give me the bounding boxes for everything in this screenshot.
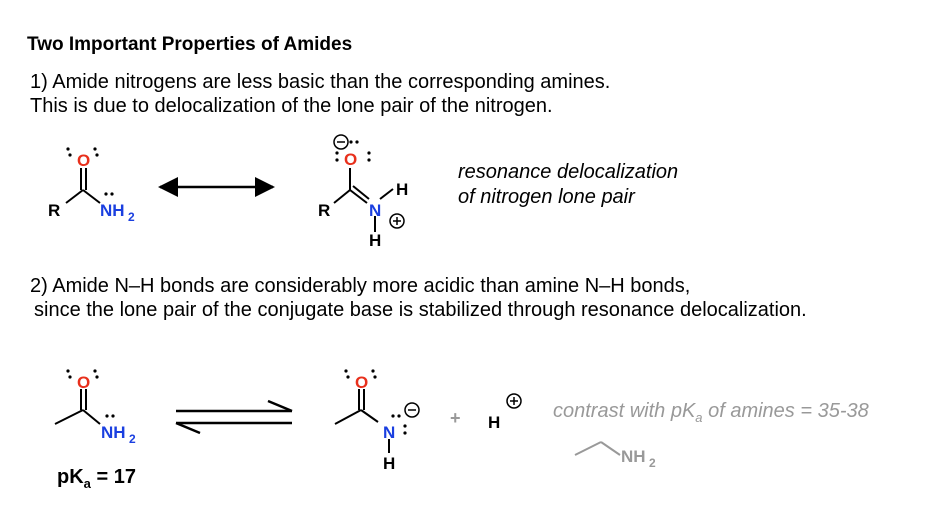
oxygen-label-2: O [344, 150, 357, 169]
hydrogen-label-4: H [383, 454, 395, 473]
bond-ch3-c [334, 409, 362, 425]
acetamide-structure [54, 389, 101, 425]
contrast-note: contrast with pKa of amines = 35-38 [553, 399, 869, 430]
bond-ch3-c [54, 409, 84, 425]
positive-charge-circle [389, 213, 405, 229]
equilibrium-arrows [175, 399, 293, 435]
bond-r-c [65, 189, 84, 204]
r-group-label-2: R [318, 201, 330, 220]
nh2-subscript-3: 2 [129, 432, 136, 446]
point-1-text: 1) Amide nitrogens are less basic than t… [30, 70, 610, 118]
pka-subscript: a [83, 476, 91, 491]
negative-charge-circle [333, 134, 349, 150]
oxygen-label: O [77, 151, 90, 170]
proton-label: H [488, 413, 500, 432]
bond-c-n-1 [349, 189, 368, 204]
ethylamine-nh2-label: NH [621, 447, 646, 466]
nitrogen-lone-pair [104, 192, 114, 196]
point-2-line-1: 2) Amide N–H bonds are considerably more… [30, 275, 691, 297]
oxygen-lone-pairs-2 [335, 140, 371, 162]
point-2-line-2: since the lone pair of the conjugate bas… [34, 299, 807, 321]
contrast-suffix: of amines = 35-38 [702, 400, 869, 422]
amide-structure-resonance [333, 134, 405, 232]
oxygen-lone-pairs-3 [66, 369, 99, 379]
point-1-line-2: This is due to delocalization of the lon… [30, 95, 553, 117]
pka-label: pKa = 17 [57, 466, 136, 491]
nitrogen-lone-pair-3 [105, 414, 115, 418]
contrast-subscript: a [695, 410, 703, 425]
nitrogen-lone-pairs-4 [391, 414, 407, 435]
nh2-subscript: 2 [128, 210, 135, 224]
bond-n-h [379, 188, 394, 200]
nh2-label: NH [100, 201, 125, 220]
resonance-note-line-2: of nitrogen lone pair [458, 186, 635, 208]
bond-c-n [82, 409, 101, 425]
r-group-label: R [48, 201, 60, 220]
contrast-prefix: contrast with pK [553, 400, 696, 422]
bond-r-c [333, 189, 351, 204]
plus-sign: + [450, 408, 461, 428]
proton-charge [506, 393, 522, 409]
hydrogen-label-2b: H [369, 231, 381, 250]
point-1-line-1: 1) Amide nitrogens are less basic than t… [30, 71, 611, 93]
resonance-note: resonance delocalization of nitrogen lon… [458, 160, 678, 210]
amide-structure-neutral [65, 168, 101, 204]
bond-c-n [82, 189, 101, 204]
pka-prefix: pK [57, 466, 84, 488]
negative-charge-circle-4 [404, 402, 420, 418]
oxygen-lone-pairs-4 [344, 369, 377, 379]
page-title: Two Important Properties of Amides [27, 34, 353, 55]
oxygen-label-3: O [77, 373, 90, 392]
oxygen-lone-pairs [66, 147, 99, 157]
point-2-text: 2) Amide N–H bonds are considerably more… [30, 274, 807, 322]
bond-c-n [360, 409, 379, 423]
nitrogen-label-4: N [383, 423, 395, 442]
conjugate-base-structure [334, 389, 420, 453]
ethylamine-nh2-subscript: 2 [649, 456, 656, 470]
bond-c-n-2 [352, 185, 370, 200]
oxygen-label-4: O [355, 373, 368, 392]
resonance-note-line-1: resonance delocalization [458, 161, 679, 183]
nitrogen-label-2: N [369, 201, 381, 220]
pka-suffix: = 17 [90, 466, 136, 488]
nh2-label-3: NH [101, 423, 126, 442]
hydrogen-label-2a: H [396, 180, 408, 199]
ethylamine-structure [574, 441, 621, 456]
